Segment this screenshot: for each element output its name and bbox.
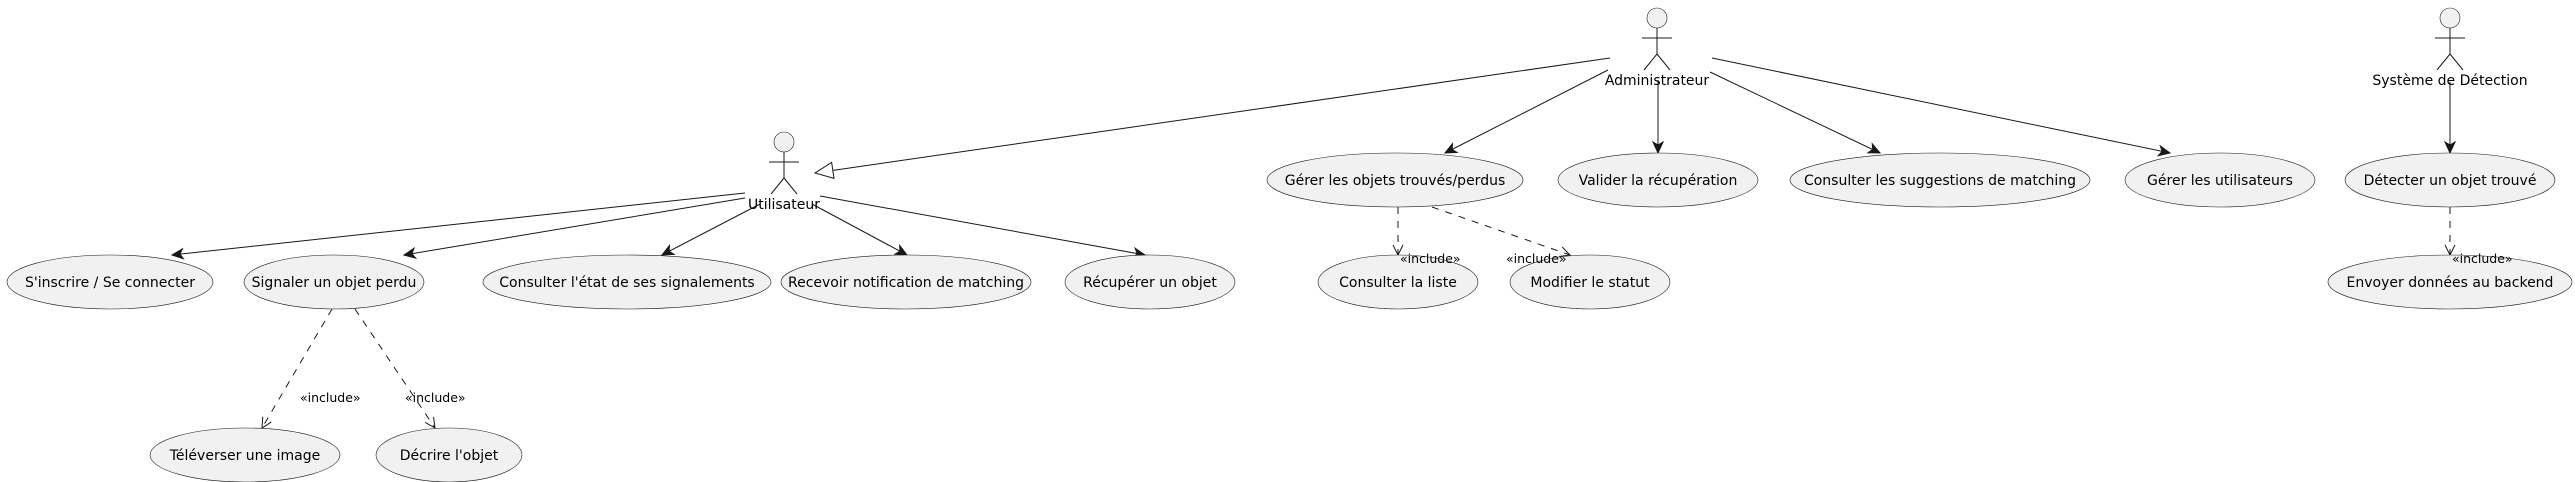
use-case-label: Consulter les suggestions de matching: [1804, 173, 2076, 189]
include-label: «include»: [1506, 251, 1567, 266]
actor-administrateur[interactable]: Administrateur: [1605, 7, 1710, 89]
relation-association-utilisateur-to-consulter_etat: [662, 203, 761, 255]
use-case-label: Consulter l'état de ses signalements: [499, 275, 754, 291]
stick-figure-icon: [2435, 7, 2465, 71]
include-label: «include»: [1400, 251, 1461, 266]
use-case-ellipse: [1064, 254, 1236, 310]
relation-association-utilisateur-to-signaler: [404, 197, 746, 255]
use-case-label: Récupérer un objet: [1083, 275, 1217, 291]
use-case-consulter_etat[interactable]: Consulter l'état de ses signalements: [482, 254, 772, 310]
relation-association-utilisateur-to-notification: [811, 203, 907, 255]
use-case-ellipse: [1509, 254, 1671, 310]
use-case-ellipse: [243, 254, 425, 310]
use-case-label: Modifier le statut: [1530, 275, 1650, 291]
use-case-ellipse: [149, 427, 341, 482]
relation-association-administrateur-to-gerer_utilisateurs: [1711, 57, 2170, 153]
use-case-ellipse: [1266, 152, 1524, 208]
use-case-televerser[interactable]: Téléverser une image: [149, 427, 341, 482]
use-case-label: Recevoir notification de matching: [788, 275, 1024, 291]
relation-include-signaler-to-televerser: [262, 308, 333, 428]
use-case-label: Gérer les utilisateurs: [2147, 173, 2293, 189]
stick-figure-icon: [1642, 7, 1672, 71]
relation-generalization-administrateur-to-utilisateur: [815, 57, 1611, 173]
relation-association-administrateur-to-gerer_objets: [1445, 69, 1609, 153]
use-case-label: S'inscrire / Se connecter: [25, 275, 195, 291]
actor-label: Administrateur: [1605, 73, 1710, 89]
use-case-notification[interactable]: Recevoir notification de matching: [780, 254, 1032, 310]
relation-include-gerer_objets-to-modifier_statut: [1431, 206, 1570, 255]
use-case-envoyer[interactable]: Envoyer données au backend: [2327, 254, 2573, 310]
use-case-ellipse: [1789, 152, 2091, 208]
use-case-label: Téléverser une image: [169, 448, 320, 464]
use-case-label: Consulter la liste: [1339, 275, 1457, 291]
use-case-ellipse: [375, 427, 523, 482]
use-case-suggestions[interactable]: Consulter les suggestions de matching: [1789, 152, 2091, 208]
use-case-recuperer[interactable]: Récupérer un objet: [1064, 254, 1236, 310]
use-case-label: Gérer les objets trouvés/perdus: [1285, 173, 1506, 189]
use-case-label: Envoyer données au backend: [2347, 275, 2554, 291]
relation-include-signaler-to-decrire: [354, 308, 435, 428]
include-label: «include»: [405, 390, 466, 405]
use-case-inscrire[interactable]: S'inscrire / Se connecter: [6, 254, 214, 310]
use-case-label: Signaler un objet perdu: [252, 275, 417, 291]
nodes-layer: S'inscrire / Se connecter Signaler un obj…: [6, 7, 2573, 482]
include-label: «include»: [300, 390, 361, 405]
use-case-ellipse: [780, 254, 1032, 310]
use-case-label: Détecter un objet trouvé: [2364, 173, 2537, 189]
use-case-gerer_objets[interactable]: Gérer les objets trouvés/perdus: [1266, 152, 1524, 208]
edge-labels-layer: «include» «include» «include» «include» «inc…: [300, 251, 2513, 405]
stick-figure-icon: [769, 131, 799, 195]
use-case-decrire[interactable]: Décrire l'objet: [375, 427, 523, 482]
relations-layer: [172, 57, 2450, 428]
use-case-label: Valider la récupération: [1579, 173, 1738, 189]
include-label: «include»: [2452, 251, 2513, 266]
actor-utilisateur[interactable]: Utilisateur: [748, 131, 820, 213]
use-case-ellipse: [6, 254, 214, 310]
use-case-ellipse: [1557, 152, 1759, 208]
use-case-ellipse: [2327, 254, 2573, 310]
actor-systeme[interactable]: Système de Détection: [2372, 7, 2528, 89]
relation-association-utilisateur-to-inscrire: [172, 192, 746, 255]
use-case-gerer_utilisateurs[interactable]: Gérer les utilisateurs: [2124, 152, 2316, 208]
use-case-consulter_liste[interactable]: Consulter la liste: [1317, 254, 1479, 310]
actor-label: Système de Détection: [2372, 73, 2527, 89]
use-case-valider[interactable]: Valider la récupération: [1557, 152, 1759, 208]
use-case-ellipse: [1317, 254, 1479, 310]
relation-association-administrateur-to-suggestions: [1709, 71, 1880, 153]
use-case-ellipse: [482, 254, 772, 310]
relation-association-utilisateur-to-recuperer: [819, 195, 1145, 255]
use-case-ellipse: [2344, 152, 2556, 208]
use-case-detecter[interactable]: Détecter un objet trouvé: [2344, 152, 2556, 208]
actor-label: Utilisateur: [748, 197, 820, 213]
use-case-signaler[interactable]: Signaler un objet perdu: [243, 254, 425, 310]
use-case-ellipse: [2124, 152, 2316, 208]
use-case-label: Décrire l'objet: [400, 448, 499, 464]
use-case-modifier_statut[interactable]: Modifier le statut: [1509, 254, 1671, 310]
